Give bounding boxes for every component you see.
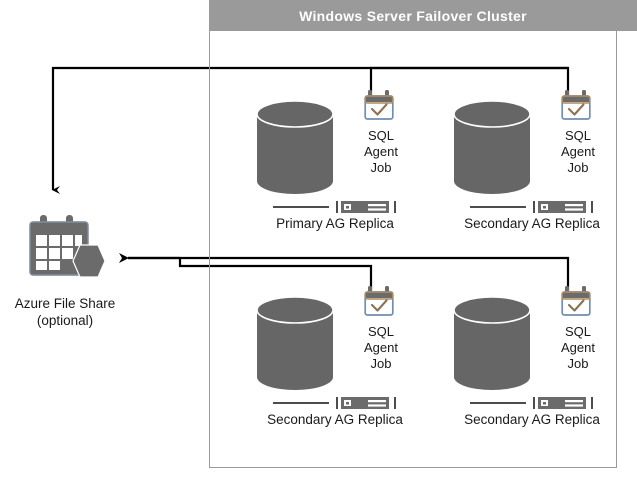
server-rack-icon <box>470 201 593 213</box>
sql-agent-job-group: SQL Agent Job <box>341 88 421 176</box>
node-primary-replica[interactable]: SQL Agent Job Primary AG Replica <box>245 88 425 238</box>
cluster-header-banner: Windows Server Failover Cluster <box>209 0 637 31</box>
database-cylinder-icon <box>453 100 531 194</box>
server-rack-icon <box>470 397 593 409</box>
sql-agent-job-group: SQL Agent Job <box>341 284 421 372</box>
calendar-check-icon <box>561 286 591 316</box>
node-label: Secondary AG Replica <box>464 216 600 231</box>
azure-file-share-label: Azure File Share (optional) <box>14 296 116 328</box>
server-rack-icon <box>273 201 396 213</box>
database-cylinder-icon <box>256 296 334 390</box>
node-secondary-replica-bottom-right[interactable]: SQL Agent Job Secondary AG Replica <box>442 284 622 434</box>
sql-agent-job-label: SQL Agent Job <box>364 324 398 371</box>
cluster-title: Windows Server Failover Cluster <box>299 7 527 24</box>
node-label: Primary AG Replica <box>276 216 394 231</box>
calendar-check-icon <box>364 286 394 316</box>
calendar-check-icon <box>364 90 394 120</box>
cluster-boundary <box>209 31 617 468</box>
database-cylinder-icon <box>256 100 334 194</box>
azure-file-share-group[interactable]: Azure File Share (optional) <box>2 213 128 329</box>
azure-file-share-icon <box>29 215 106 278</box>
node-secondary-replica-top-right[interactable]: SQL Agent Job Secondary AG Replica <box>442 88 622 238</box>
node-secondary-replica-bottom-left[interactable]: SQL Agent Job Secondary AG Replica <box>245 284 425 434</box>
sql-agent-job-label: SQL Agent Job <box>364 128 398 175</box>
server-rack-icon <box>273 397 396 409</box>
node-label: Secondary AG Replica <box>267 412 403 427</box>
node-label: Secondary AG Replica <box>464 412 600 427</box>
sql-agent-job-group: SQL Agent Job <box>538 284 618 372</box>
database-cylinder-icon <box>453 296 531 390</box>
sql-agent-job-label: SQL Agent Job <box>561 128 595 175</box>
sql-agent-job-label: SQL Agent Job <box>561 324 595 371</box>
sql-agent-job-group: SQL Agent Job <box>538 88 618 176</box>
calendar-check-icon <box>561 90 591 120</box>
